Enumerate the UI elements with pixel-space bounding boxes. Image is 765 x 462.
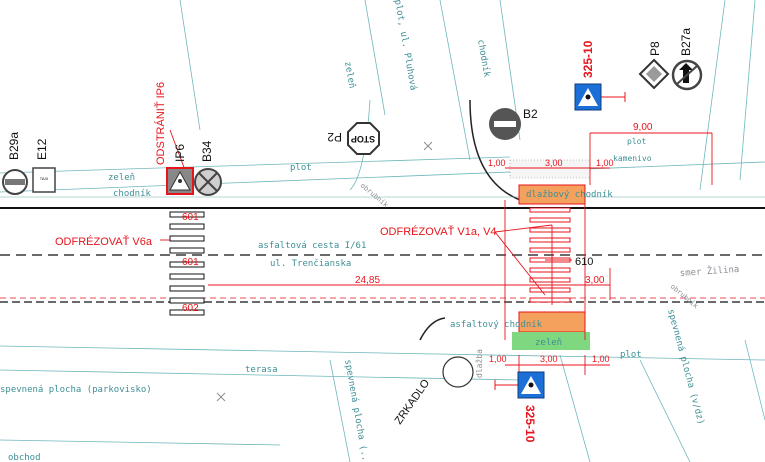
dim-bottom-left: 1,00 bbox=[489, 354, 507, 364]
dim-top-left: 1,00 bbox=[488, 158, 506, 168]
obchod-label: obchod bbox=[8, 453, 41, 462]
cross-marks bbox=[216, 141, 433, 402]
ip6-sign-icon bbox=[166, 167, 194, 195]
mill-v1a-v4-label: ODFRÉZOVAŤ V1a, V4 bbox=[380, 225, 497, 238]
dlazba-label: dlažba bbox=[475, 349, 484, 378]
pedestrian-crossing-sign-top-icon bbox=[574, 83, 602, 111]
dim-top-mid: 3,00 bbox=[545, 158, 563, 168]
pedestrian-crossing-sign-bottom-icon bbox=[517, 371, 545, 399]
p8-priority-road-icon bbox=[638, 58, 670, 90]
spevnena-right-label: spevnená plocha (v/dz) bbox=[665, 308, 706, 426]
stop-sign-icon bbox=[347, 122, 380, 155]
plot-top-label: plot bbox=[290, 163, 312, 173]
b34-label: B34 bbox=[200, 140, 214, 162]
obrubnik-right-label: obrubník bbox=[669, 282, 701, 310]
b2-no-entry-icon bbox=[489, 108, 521, 140]
road-lines bbox=[0, 196, 765, 303]
street-name-label: ul. Trenčianska bbox=[270, 258, 351, 269]
stop-sign-text: STOP bbox=[351, 134, 375, 144]
b29a-sign-icon bbox=[2, 169, 28, 195]
left-crossing-stripes bbox=[169, 211, 205, 316]
p8-label: P8 bbox=[648, 41, 662, 56]
plot-right-label: plot bbox=[627, 137, 646, 146]
dim-bottom-right: 1,00 bbox=[592, 354, 610, 364]
dlazba-pill-label: dlažbový chodník bbox=[526, 190, 613, 200]
marking-610-label: 610 bbox=[575, 256, 593, 268]
terasa-label: terasa bbox=[245, 365, 278, 375]
remove-ip6-label: ODSTRÁNIŤ IP6 bbox=[154, 82, 167, 165]
dim-top-width: 9,00 bbox=[633, 122, 653, 133]
b27a-label: B27a bbox=[679, 28, 693, 56]
mirror-label: ZRKADLO bbox=[393, 377, 433, 427]
e12-plate-text: TAXI bbox=[40, 176, 49, 181]
dim-long-span: 24,85 bbox=[355, 275, 380, 286]
b29a-label: B29a bbox=[7, 132, 21, 160]
dim-top-right: 1,00 bbox=[596, 158, 614, 168]
plot-bottom-label: plot bbox=[620, 350, 642, 360]
dimension-lines bbox=[160, 129, 713, 375]
e12-label: E12 bbox=[35, 138, 49, 160]
parking-label: spevnená plocha (parkovisko) bbox=[0, 385, 152, 395]
spevnena-plocha-label: spevnená plocha (...) bbox=[342, 359, 372, 462]
dim-bottom-mid: 3,00 bbox=[540, 354, 558, 364]
ip6-label: IP6 bbox=[173, 144, 187, 162]
chodnik-left-label: chodník bbox=[113, 189, 152, 199]
lane-marking-601-b: 601 bbox=[182, 257, 199, 268]
traffic-mirror-icon bbox=[442, 356, 474, 388]
direction-label: smer Žilina bbox=[679, 263, 739, 279]
gravel-area bbox=[509, 159, 591, 179]
zelen-top-label: zeleň bbox=[108, 173, 135, 183]
green-area bbox=[512, 332, 590, 350]
mill-v6a-label: ODFRÉZOVAŤ V6a bbox=[55, 235, 153, 248]
e12-plate-icon bbox=[32, 167, 56, 193]
obrubnik-left-label: obrubník bbox=[359, 181, 391, 209]
p2-label: P2 bbox=[327, 130, 342, 144]
b27a-sign-icon bbox=[671, 59, 703, 91]
sign-posts bbox=[494, 92, 626, 390]
road-surface-label: asfaltová cesta I/61 bbox=[258, 241, 366, 251]
zelen-bottom-label: zeleň bbox=[535, 338, 562, 348]
sign-325-bottom-label: 325-10 bbox=[523, 405, 537, 443]
orange-area-top bbox=[518, 184, 586, 205]
chodnik-vertical-label: chodník bbox=[475, 39, 492, 79]
lane-marking-602: 602 bbox=[182, 303, 199, 314]
lane-marking-601-a: 601 bbox=[182, 212, 199, 223]
b34-sign-icon bbox=[194, 168, 222, 196]
dim-right-span: 3,00 bbox=[585, 275, 605, 286]
sign-325-top-label: 325-10 bbox=[581, 40, 595, 78]
asfalt-chodnik-label: asfaltový chodník bbox=[450, 320, 543, 330]
zelen-vertical-label: zeleň bbox=[342, 61, 357, 89]
plot-street-vertical-label: plot, ul. Pluhová bbox=[392, 0, 418, 91]
b2-label: B2 bbox=[523, 107, 538, 121]
kamenivo-label: kamenivo bbox=[613, 154, 652, 163]
